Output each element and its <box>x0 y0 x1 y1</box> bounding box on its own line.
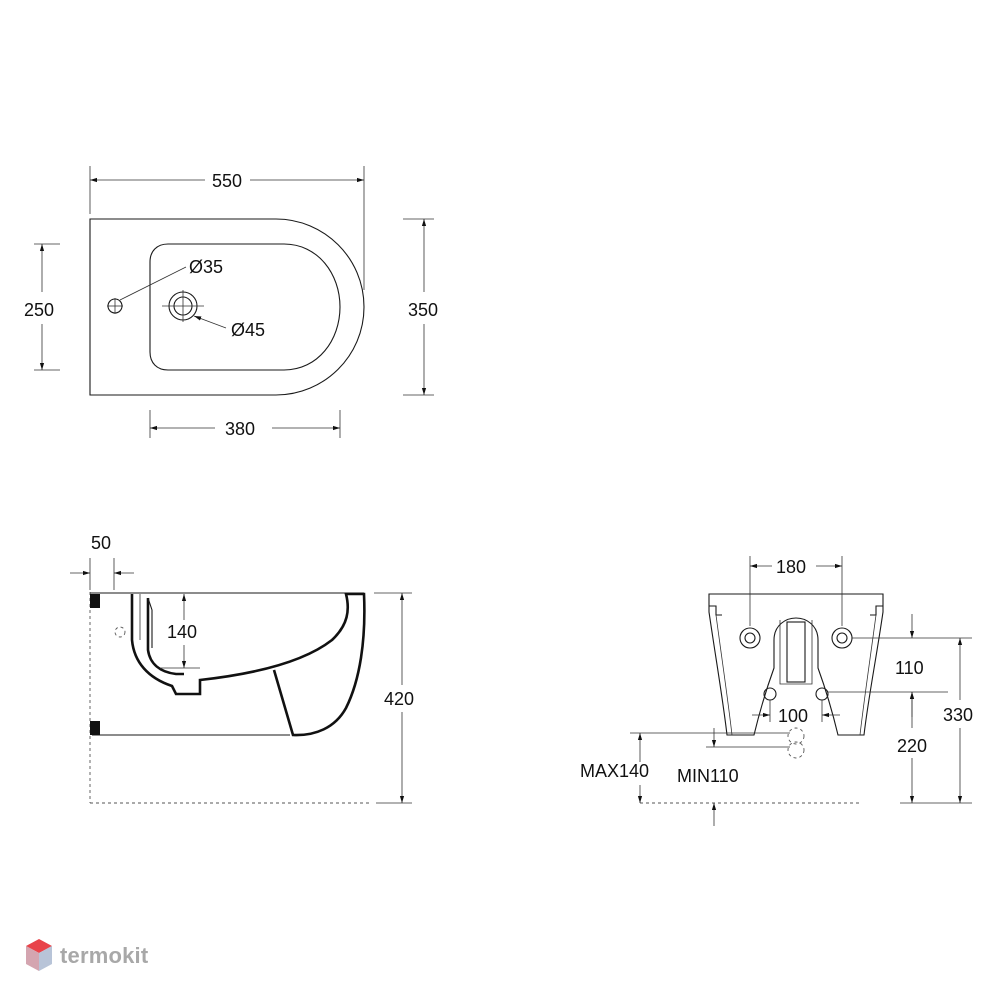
top-view-outline <box>89 218 365 396</box>
bolt-spacing-label: 180 <box>776 557 806 577</box>
tap-hole-label: Ø35 <box>189 257 223 277</box>
back-view: 180 100 110 220 330 <box>580 556 973 826</box>
vertical-spacing-label: 110 <box>895 658 924 678</box>
bolt-height-label: 330 <box>943 705 973 725</box>
left-bolt-hole <box>739 627 761 649</box>
dim-bolt-330: 330 <box>943 638 973 803</box>
tap-hole <box>107 266 187 314</box>
dim-height-350: 350 <box>403 218 438 396</box>
offset-label: 50 <box>91 533 111 553</box>
inner-height-label: 250 <box>24 300 54 320</box>
bottom-bracket <box>90 721 100 735</box>
brand-name: termokit <box>60 943 149 968</box>
brand-logo: termokit <box>24 936 148 976</box>
dim-bowl-380: 380 <box>149 410 341 439</box>
bowl-section <box>130 592 366 737</box>
back-view-outline <box>708 593 884 736</box>
pipe-height-label: 220 <box>897 736 927 756</box>
bowl-depth-label: 140 <box>167 622 197 642</box>
drain-label: Ø45 <box>231 320 265 340</box>
side-view: 50 140 420 <box>70 533 414 804</box>
top-view-bowl <box>149 243 341 371</box>
height-label: 350 <box>408 300 438 320</box>
dim-bolt-180: 180 <box>749 556 843 626</box>
dim-inner-250: 250 <box>24 243 60 371</box>
bowl-width-label: 380 <box>225 419 255 439</box>
dim-pipe-220: 220 <box>897 692 927 803</box>
dim-depth-140: 140 <box>160 594 200 669</box>
dim-offset-50: 50 <box>70 533 134 590</box>
pipe-spacing-label: 100 <box>778 706 808 726</box>
center-slot <box>786 621 806 683</box>
dim-width-550: 550 <box>89 166 365 290</box>
top-bracket <box>90 594 100 608</box>
dim-vertical-110: 110 <box>895 614 924 717</box>
top-view: Ø35 Ø45 550 350 250 <box>24 166 438 439</box>
brand-cube-icon <box>26 939 52 971</box>
dim-max-min: MAX140 MIN110 <box>580 728 790 826</box>
side-height-label: 420 <box>384 689 414 709</box>
right-bolt-hole <box>831 627 853 649</box>
min-label: MIN110 <box>677 766 739 786</box>
max-label: MAX140 <box>580 761 649 781</box>
width-label: 550 <box>212 171 242 191</box>
drain-channel <box>146 598 184 676</box>
drain <box>162 290 227 329</box>
dim-height-420: 420 <box>374 592 414 804</box>
dim-pipe-100: 100 <box>752 700 840 726</box>
